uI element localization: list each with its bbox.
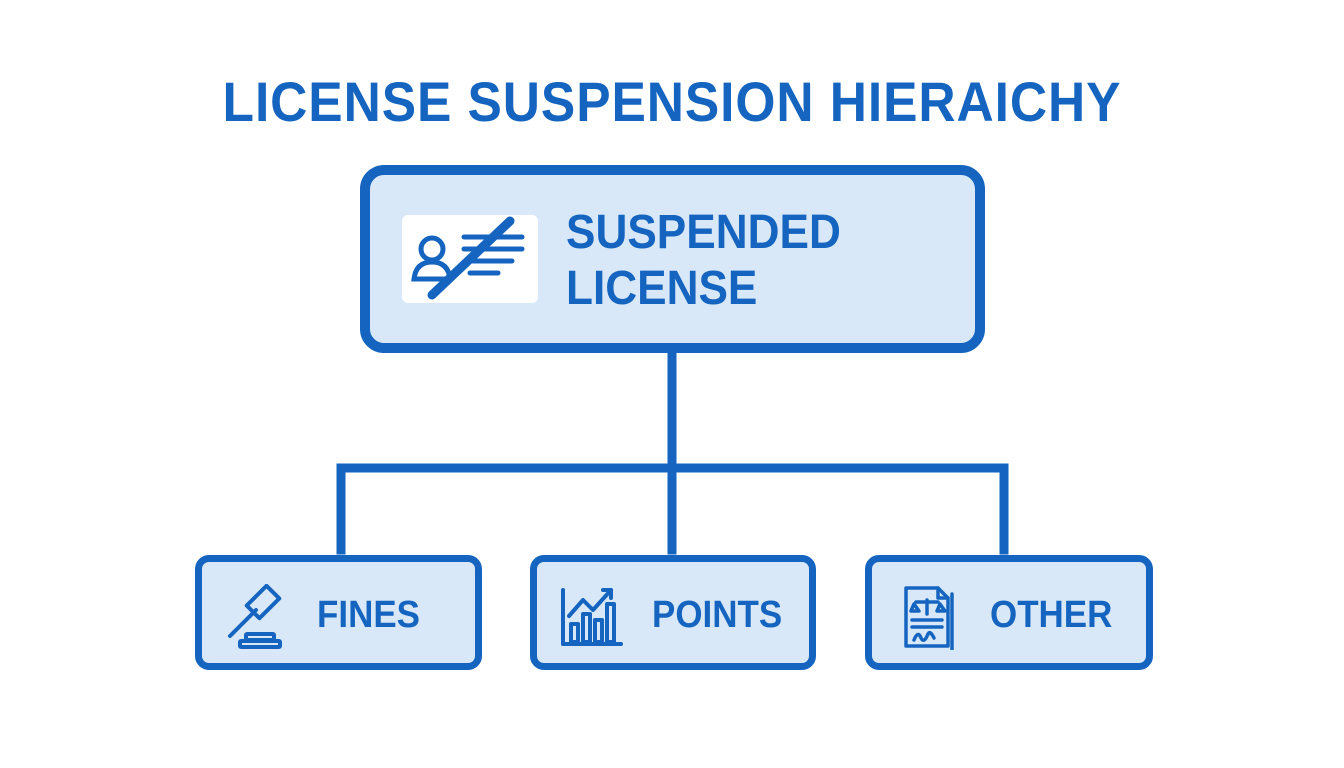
id-card-crossed-out-icon [402, 215, 538, 303]
diagram-title: LICENSE SUSPENSION HIERAICHY [222, 70, 1122, 133]
points-label: POINTS [652, 594, 783, 636]
suspended-license-node: SUSPENDED LICENSE [360, 165, 985, 353]
bar-chart-trend-icon [559, 584, 625, 650]
suspended-license-label: SUSPENDED LICENSE [566, 205, 841, 317]
other-node: OTHER [865, 555, 1153, 670]
root-label-line2: LICENSE [566, 262, 758, 315]
points-node: POINTS [530, 555, 816, 670]
fines-node: FINES [195, 555, 482, 670]
other-label: OTHER [990, 594, 1113, 636]
root-label-line1: SUSPENDED [566, 206, 841, 259]
fines-label: FINES [317, 594, 420, 636]
gavel-icon [224, 583, 290, 650]
legal-document-icon [894, 584, 960, 652]
